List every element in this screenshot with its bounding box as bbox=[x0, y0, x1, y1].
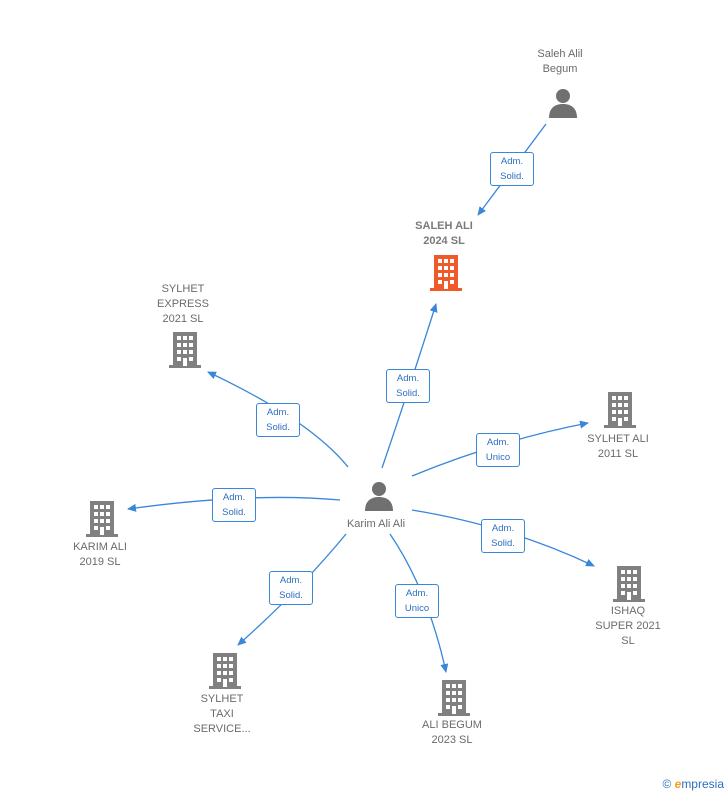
edge-label-line: Solid. bbox=[491, 538, 515, 549]
node-label-sylhet-ali[interactable]: SYLHET ALI 2011 SL bbox=[568, 432, 668, 462]
node-label-line: SYLHET bbox=[200, 693, 244, 705]
edge-label-line: Unico bbox=[485, 452, 511, 463]
edge-label-e8[interactable]: Adm. Unico bbox=[395, 584, 439, 618]
building-icon[interactable] bbox=[86, 501, 118, 537]
node-label-line: SERVICE... bbox=[193, 723, 251, 735]
node-label-line: SL bbox=[621, 635, 635, 647]
edge-label-line: Solid. bbox=[266, 422, 290, 433]
node-label-karim-ali-ali[interactable]: Karim Ali Ali bbox=[326, 517, 426, 532]
edge-label-e1[interactable]: Adm. Solid. bbox=[490, 152, 534, 186]
node-label-sylhet-taxi[interactable]: SYLHET TAXI SERVICE... bbox=[172, 692, 272, 737]
copyright-symbol: © bbox=[662, 777, 672, 791]
building-icon[interactable] bbox=[169, 332, 201, 368]
building-icon[interactable] bbox=[604, 392, 636, 428]
edge-label-line: Adm. bbox=[500, 156, 524, 167]
node-label-saleh-ali-2024[interactable]: SALEH ALI 2024 SL bbox=[394, 219, 494, 249]
edge-label-line: Adm. bbox=[486, 437, 510, 448]
edge-label-line: Adm. bbox=[405, 588, 429, 599]
person-icon[interactable] bbox=[364, 481, 394, 511]
node-label-line: EXPRESS bbox=[157, 298, 209, 310]
node-label-line: SUPER 2021 bbox=[595, 620, 661, 632]
node-label-line: Begum bbox=[542, 63, 578, 75]
node-label-line: 2019 SL bbox=[79, 556, 121, 568]
node-label-karim-ali-2019[interactable]: KARIM ALI 2019 SL bbox=[50, 540, 150, 570]
edge-label-line: Unico bbox=[404, 603, 430, 614]
node-label-line: TAXI bbox=[210, 708, 234, 720]
edge-label-line: Adm. bbox=[222, 492, 246, 503]
edge-label-line: Solid. bbox=[500, 171, 524, 182]
edge-label-e3[interactable]: Adm. Solid. bbox=[256, 403, 300, 437]
building-icon[interactable] bbox=[613, 566, 645, 602]
edge-label-line: Solid. bbox=[396, 388, 420, 399]
edge-label-e4[interactable]: Adm. Unico bbox=[476, 433, 520, 467]
edge-label-line: Adm. bbox=[396, 373, 420, 384]
edge-label-line: Adm. bbox=[266, 407, 290, 418]
node-label-line: 2011 SL bbox=[597, 448, 639, 460]
node-label-line: Karim Ali Ali bbox=[346, 518, 406, 530]
node-label-ali-begum[interactable]: ALI BEGUM 2023 SL bbox=[402, 718, 502, 748]
edge-label-e6[interactable]: Adm. Solid. bbox=[481, 519, 525, 553]
node-label-line: 2024 SL bbox=[423, 235, 465, 247]
building-icon[interactable] bbox=[209, 653, 241, 689]
building-icon[interactable] bbox=[430, 255, 462, 291]
edge-label-e7[interactable]: Adm. Solid. bbox=[269, 571, 313, 605]
building-icon[interactable] bbox=[438, 680, 470, 716]
edge-label-line: Adm. bbox=[279, 575, 303, 586]
node-label-line: KARIM ALI bbox=[73, 541, 127, 553]
edge-label-line: Solid. bbox=[279, 590, 303, 601]
node-label-saleh-alil[interactable]: Saleh Alil Begum bbox=[510, 47, 610, 77]
node-label-line: SYLHET bbox=[161, 283, 205, 295]
node-label-line: SALEH ALI bbox=[415, 220, 473, 232]
edge-label-line: Solid. bbox=[222, 507, 246, 518]
node-label-line: ISHAQ bbox=[610, 605, 646, 617]
node-label-line: ALI BEGUM bbox=[422, 719, 482, 731]
edge-label-e5[interactable]: Adm. Solid. bbox=[212, 488, 256, 522]
brand-name: mpresia bbox=[681, 777, 724, 791]
node-label-line: 2021 SL bbox=[162, 313, 204, 325]
node-label-line: SYLHET ALI bbox=[587, 433, 649, 445]
edge-label-e2[interactable]: Adm. Solid. bbox=[386, 369, 430, 403]
node-label-line: Saleh Alil bbox=[537, 48, 583, 60]
brand-initial: e bbox=[674, 777, 682, 791]
edge-label-line: Adm. bbox=[491, 523, 515, 534]
node-label-ishaq[interactable]: ISHAQ SUPER 2021 SL bbox=[578, 604, 678, 649]
brand-logo[interactable]: © empresia bbox=[662, 777, 724, 791]
node-label-line: 2023 SL bbox=[431, 734, 473, 746]
person-icon[interactable] bbox=[548, 88, 578, 118]
node-label-sylhet-express[interactable]: SYLHET EXPRESS 2021 SL bbox=[133, 282, 233, 327]
